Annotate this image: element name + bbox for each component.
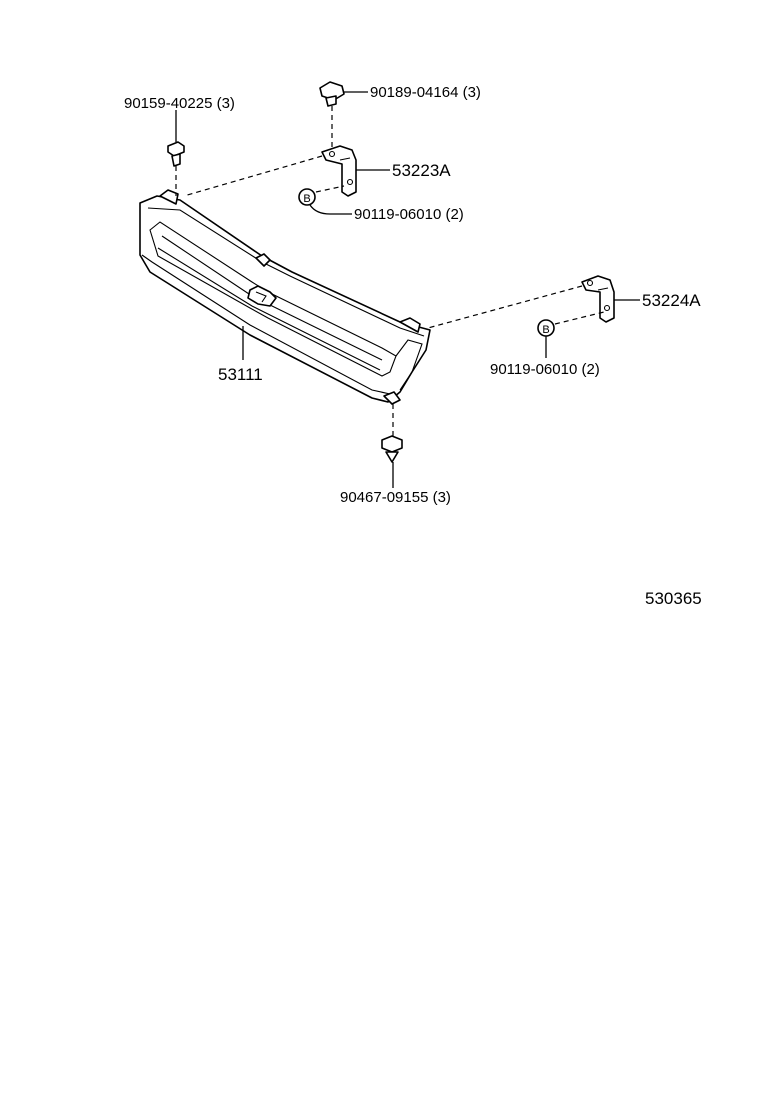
- bracket-53223a-icon: [321, 145, 357, 197]
- bracket-53224a-icon: [581, 275, 615, 323]
- illustration-id: 530365: [645, 589, 702, 608]
- dash-bolt-left: [315, 185, 345, 193]
- dash-bolt-right: [554, 311, 605, 325]
- leader-bolt-left: [309, 204, 352, 215]
- radiator-grille: [139, 189, 431, 405]
- callout-bolt-right: 90119-06010 (2): [490, 361, 600, 378]
- clip-90467-icon: [381, 435, 403, 463]
- clip-90159-icon: [167, 141, 185, 167]
- callout-clip-top-left: 90159-40225 (3): [124, 95, 235, 112]
- callout-bolt-left: 90119-06010 (2): [354, 206, 464, 223]
- clip-90189-icon: [319, 81, 345, 107]
- callout-bracket-right: 53224A: [642, 291, 701, 310]
- callout-clip-bottom: 90467-09155 (3): [340, 489, 451, 506]
- bolt-b-marker-right: B: [537, 319, 555, 337]
- callout-clip-top-center: 90189-04164 (3): [370, 84, 481, 101]
- callout-bracket-left: 53223A: [392, 161, 451, 180]
- bolt-marker-letter-right: B: [542, 324, 549, 336]
- dash-bracket-left-to-grille: [183, 155, 323, 197]
- bolt-b-marker-left: B: [298, 188, 316, 206]
- dash-bracket-right-to-grille: [427, 285, 583, 329]
- callout-grille: 53111: [218, 365, 263, 384]
- bolt-marker-letter: B: [303, 193, 310, 205]
